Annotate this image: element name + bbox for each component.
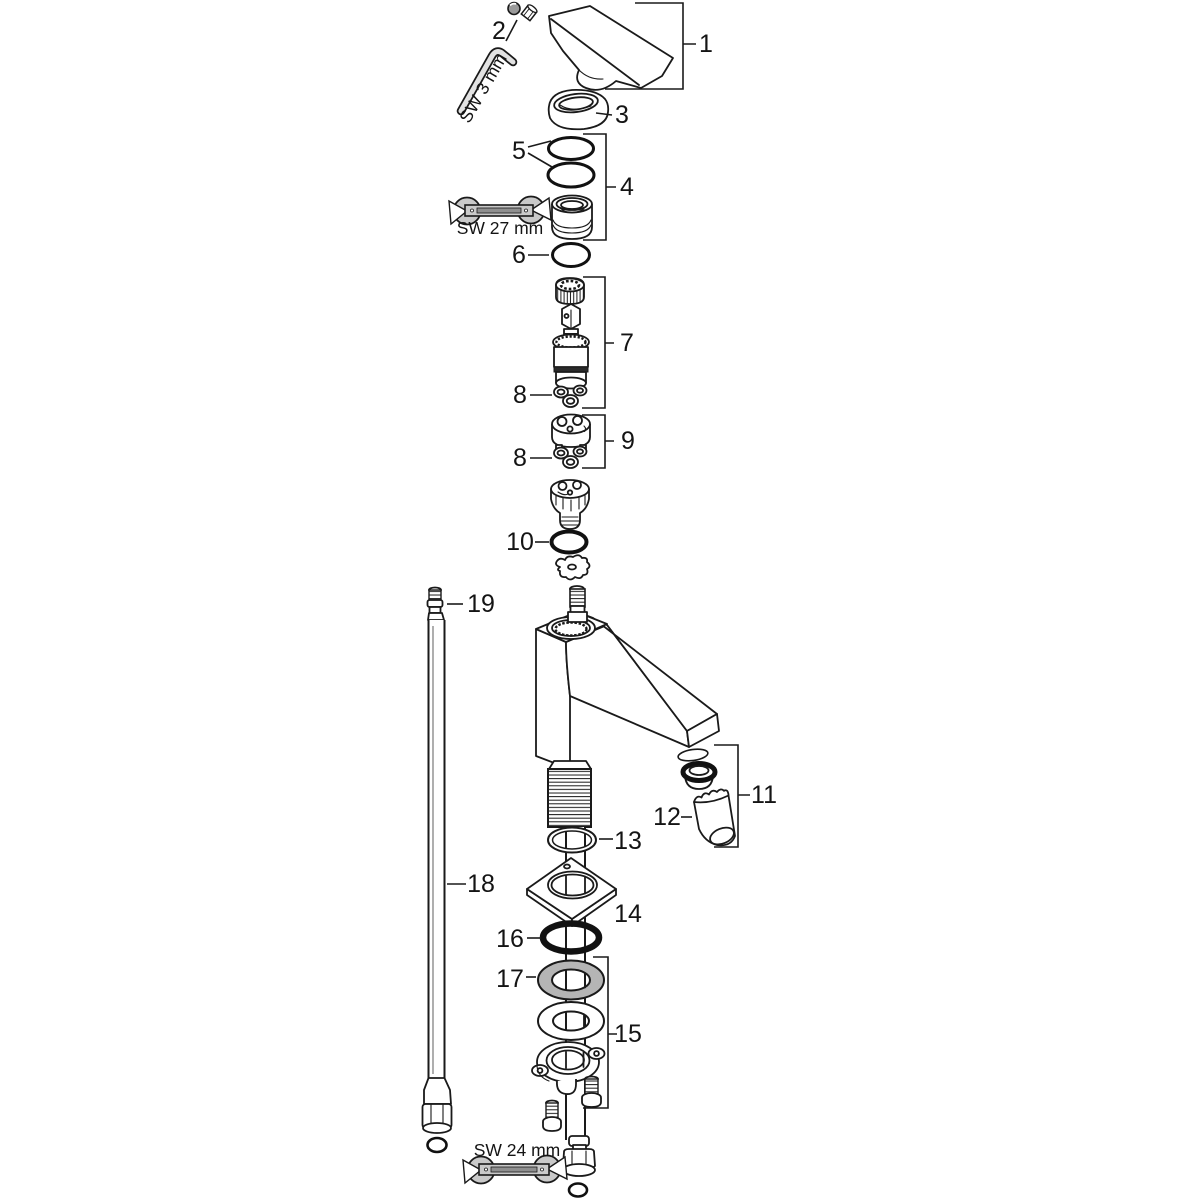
hose-o-ring	[426, 1136, 448, 1154]
leader-3	[595, 112, 613, 116]
mounting-flange	[531, 1041, 606, 1095]
pipe-union-nut	[562, 1135, 596, 1198]
throttle-disc	[551, 413, 591, 450]
leader-5	[527, 140, 553, 168]
callout-4-label: 4	[620, 173, 634, 201]
mounting-stud-right	[581, 1075, 602, 1108]
splined-adapter	[555, 554, 591, 581]
o-ring-6	[551, 242, 591, 268]
callout-3-label: 3	[615, 101, 629, 129]
callout-12-label: 12	[653, 803, 681, 831]
escutcheon-plate	[526, 857, 617, 927]
callout-1-label: 1	[699, 30, 713, 58]
supply-hose	[421, 586, 453, 1154]
allen-key-icon	[456, 47, 518, 116]
handle-lever	[548, 5, 674, 91]
callout-13-label: 13	[614, 827, 642, 855]
open-end-wrench-27-icon	[448, 195, 552, 226]
bracket-1	[605, 2, 696, 90]
callout-6-label: 6	[512, 241, 526, 269]
callout-17-label: 17	[496, 965, 524, 993]
callout-16-label: 16	[496, 925, 524, 953]
callout-15-label: 15	[614, 1020, 642, 1048]
callout-10-label: 10	[506, 528, 534, 556]
o-ring-pair	[546, 136, 596, 189]
fixation-ring	[537, 1001, 606, 1041]
leader-2	[505, 19, 518, 42]
callout-2-label: 2	[492, 17, 506, 45]
allen-key-size-label: SW 3 mm	[455, 50, 511, 127]
callout-5-label: 5	[512, 137, 526, 165]
seal-upper	[553, 384, 588, 408]
bracket-7	[582, 276, 614, 409]
callout-19-label: 19	[467, 590, 495, 618]
handle-sleeve	[547, 89, 610, 131]
callout-8a-label: 8	[513, 381, 527, 409]
seal-lower	[553, 445, 588, 469]
base-seal-ring	[539, 920, 603, 955]
set-screw	[520, 4, 538, 22]
faucet-body	[535, 585, 720, 828]
bracket-9	[582, 414, 614, 469]
open-end-wrench-24-icon	[462, 1154, 568, 1185]
flow-regulator	[550, 479, 590, 530]
cartridge	[552, 277, 590, 390]
o-ring-10	[549, 529, 589, 555]
shank-o-ring	[547, 826, 597, 854]
callout-7-label: 7	[620, 329, 634, 357]
wrench-24-size-label: SW 24 mm	[474, 1140, 561, 1160]
callout-8b-label: 8	[513, 444, 527, 472]
callout-9-label: 9	[621, 427, 635, 455]
pipe-o-ring	[567, 1182, 589, 1198]
mounting-stud-left	[542, 1099, 562, 1132]
callout-18-label: 18	[467, 870, 495, 898]
bracket-11	[714, 744, 750, 848]
bracket-4	[583, 133, 616, 241]
wrench-27-size-label: SW 27 mm	[457, 218, 544, 238]
set-screw-head	[507, 1, 521, 16]
callout-11-label: 11	[751, 781, 777, 809]
bracket-15	[583, 956, 617, 1109]
spout-nut	[551, 194, 593, 240]
aerator-assembly	[677, 748, 736, 847]
base-washer	[537, 959, 606, 1001]
callout-14-label: 14	[614, 900, 642, 928]
